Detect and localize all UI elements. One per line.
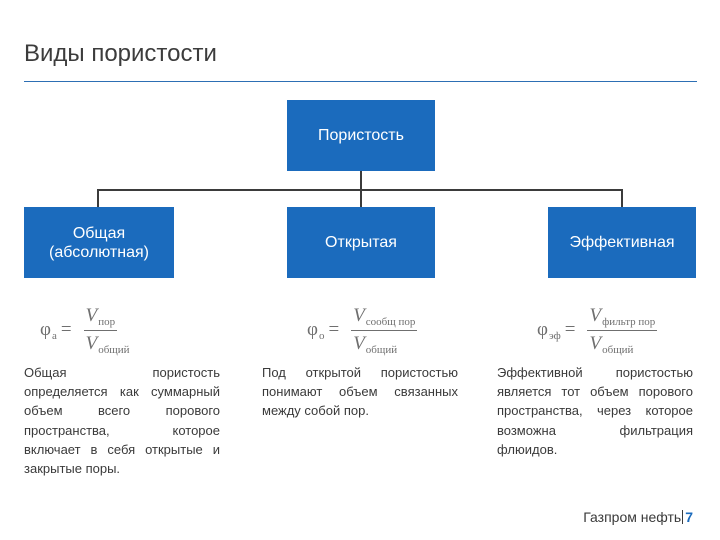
formula-open-fraction: Vсообщ пор Vобщий [351, 304, 418, 356]
node-total-porosity: Общая (абсолютная) [24, 207, 174, 278]
connector-left [97, 189, 99, 207]
page-number: 7 [685, 509, 693, 525]
description-open: Под открытой пористостью понимают объем … [262, 365, 458, 419]
slide-title: Виды пористости [24, 40, 217, 67]
formula-total-fraction: Vпор Vобщий [83, 304, 130, 356]
formula-effective-lhs: φэф [537, 318, 561, 342]
formula-total-lhs: φа [40, 318, 57, 342]
title-divider [24, 81, 697, 82]
formula-open-lhs: φо [307, 318, 325, 342]
formula-total: φа = Vпор Vобщий [40, 304, 130, 356]
node-effective-porosity: Эффективная [548, 207, 696, 278]
formula-effective: φэф = Vфильтр пор Vобщий [537, 304, 658, 356]
connector-right [621, 189, 623, 207]
node-open-label: Открытая [325, 234, 397, 251]
footer-separator [682, 510, 684, 524]
description-total: Общая пористость определяется как суммар… [24, 365, 220, 477]
node-total-label: Общая (абсолютная) [49, 224, 149, 261]
formula-effective-fraction: Vфильтр пор Vобщий [587, 304, 658, 356]
description-effective: Эффективной пористостью является тот объ… [497, 365, 693, 457]
node-porosity: Пористость [287, 100, 435, 171]
connector-middle [360, 189, 362, 207]
node-open-porosity: Открытая [287, 207, 435, 278]
formula-open: φо = Vсообщ пор Vобщий [307, 304, 418, 356]
node-porosity-label: Пористость [318, 127, 404, 144]
node-effective-label: Эффективная [569, 234, 675, 251]
footer-brand: Газпром нефть [583, 509, 682, 525]
connector-root-stem [360, 171, 362, 190]
